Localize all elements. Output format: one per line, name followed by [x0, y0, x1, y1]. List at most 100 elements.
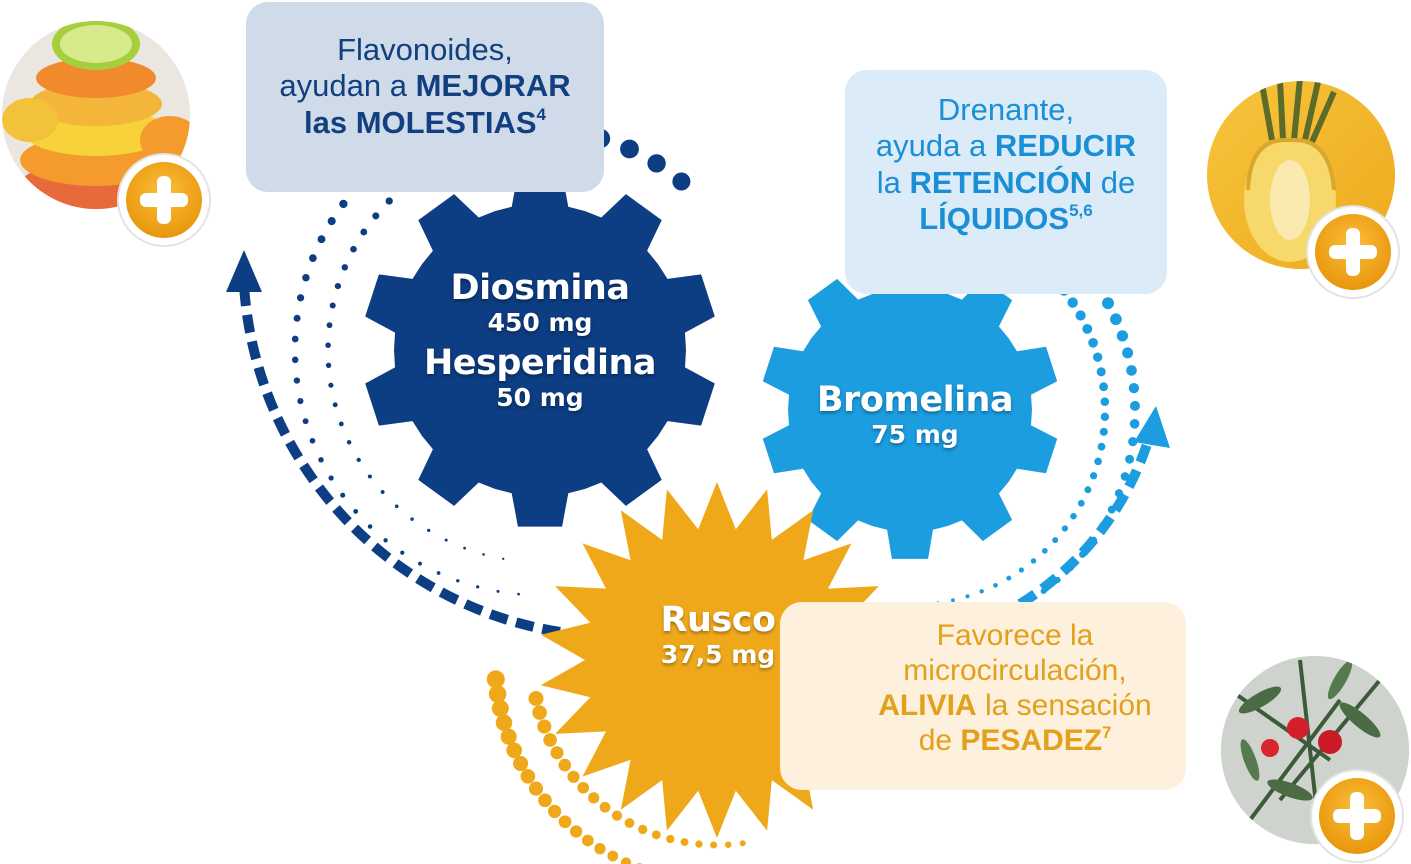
navy-dot [394, 504, 399, 509]
orange-dot [620, 857, 632, 864]
sky-arrowhead [1134, 406, 1170, 448]
navy-dot [293, 314, 301, 322]
sky-dot [1116, 330, 1129, 342]
sky-dot [1097, 442, 1106, 451]
sky-dot [1061, 525, 1069, 532]
navy-dot [496, 589, 500, 593]
orange-dot [666, 834, 675, 844]
orange-dot [680, 838, 689, 847]
navy-dot [340, 492, 346, 498]
navy-dot [302, 273, 310, 282]
rusco-line3-end: la sensación [976, 689, 1152, 723]
sky-dot [1041, 548, 1048, 554]
orange-dot [520, 768, 536, 784]
plus-icon [1310, 769, 1404, 863]
flavonoides-line2: ayudan a [279, 68, 416, 104]
reference-7: 7 [1102, 723, 1112, 742]
orange-dot [528, 781, 544, 796]
sky-dot [1128, 382, 1140, 394]
orange-dot [513, 755, 529, 772]
navy-dot [332, 402, 338, 408]
rusco-line2: microcirculación, [903, 654, 1127, 688]
navy-dot [317, 235, 326, 244]
navy-dot [380, 490, 385, 494]
sky-dot [1075, 310, 1086, 321]
navy-dot [291, 356, 299, 364]
navy-dot [329, 302, 336, 309]
bromelina-name: Bromelina [816, 380, 1014, 420]
sky-dot [1006, 575, 1012, 581]
plus-icon [117, 153, 211, 247]
rusco-emphasis: ALIVIA [878, 689, 977, 723]
rusco-label: Rusco 37,5 mg [598, 600, 838, 669]
sky-dot [965, 594, 970, 599]
orange-dot [548, 804, 562, 819]
sky-dot [1096, 367, 1106, 377]
navy-dot [476, 585, 480, 589]
navy-dot [444, 538, 448, 542]
hesperidina-dose: 50 mg [496, 383, 584, 412]
drenante-emphasis3: LÍQUIDOS [919, 200, 1070, 236]
navy-dot [338, 421, 344, 427]
orange-dot [739, 840, 746, 847]
bromelina-dose: 75 mg [871, 420, 959, 449]
orange-dot [607, 850, 619, 862]
drenante-callout: Drenante, ayuda a REDUCIR la RETENCIÓN d… [845, 70, 1167, 294]
orange-dot [624, 818, 635, 828]
rusco-line1: Favorece la [936, 619, 1094, 652]
orange-dot [495, 714, 513, 731]
orange-dot [500, 728, 517, 745]
orange-dot [488, 685, 507, 703]
navy-dot [517, 592, 520, 596]
orange-dot [577, 781, 590, 794]
plus-icon [1306, 205, 1400, 299]
sky-dot [1052, 537, 1059, 544]
sky-dot [979, 589, 984, 594]
orange-dot [558, 815, 572, 829]
navy-dot [482, 553, 485, 556]
navy-dot [309, 437, 316, 444]
navy-dot [327, 217, 336, 226]
navy-dot [353, 509, 359, 514]
navy-dot [400, 550, 405, 555]
flavonoides-line1: Flavonoides, [337, 32, 513, 67]
navy-dot [436, 571, 441, 575]
drenante-line1: Drenante, [937, 92, 1075, 127]
orange-dot [611, 810, 623, 821]
navy-dot [350, 245, 357, 253]
orange-dot [638, 824, 648, 835]
navy-dot [341, 264, 349, 271]
sky-dot [1077, 499, 1085, 507]
navy-dot [456, 579, 460, 583]
sky-dot [1030, 558, 1037, 564]
orange-dot [528, 691, 544, 706]
rusco-line4: de [918, 724, 961, 758]
sky-dot [1094, 457, 1102, 466]
sky-dot [1099, 382, 1109, 392]
drenante-line3-end: de [1092, 164, 1136, 200]
sky-dot [1125, 454, 1135, 464]
navy-dot [297, 398, 304, 405]
orange-dot [651, 830, 661, 840]
navy-dot [427, 528, 431, 533]
diosmina-dose: 450 mg [487, 308, 593, 337]
sky-dot [1099, 427, 1108, 436]
orange-dot [710, 841, 718, 849]
reference-5-6: 5,6 [1069, 200, 1093, 220]
sky-dot [1102, 297, 1114, 310]
navy-dot [356, 457, 361, 463]
reference-4: 4 [536, 104, 547, 124]
rusco-name: Rusco [660, 600, 777, 640]
navy-dot [326, 322, 333, 329]
sky-dot [1093, 352, 1103, 362]
rusco-callout: Favorece la microcirculación, ALIVIA la … [780, 602, 1186, 790]
sky-dot [1082, 323, 1093, 334]
orange-dot [581, 834, 594, 847]
diosmina-name: Diosmina [450, 268, 630, 308]
rusco-dose: 37,5 mg [660, 640, 776, 669]
navy-dot [367, 524, 373, 529]
sky-dot [1110, 313, 1122, 326]
navy-dot [302, 418, 309, 425]
navy-dot [383, 538, 388, 543]
